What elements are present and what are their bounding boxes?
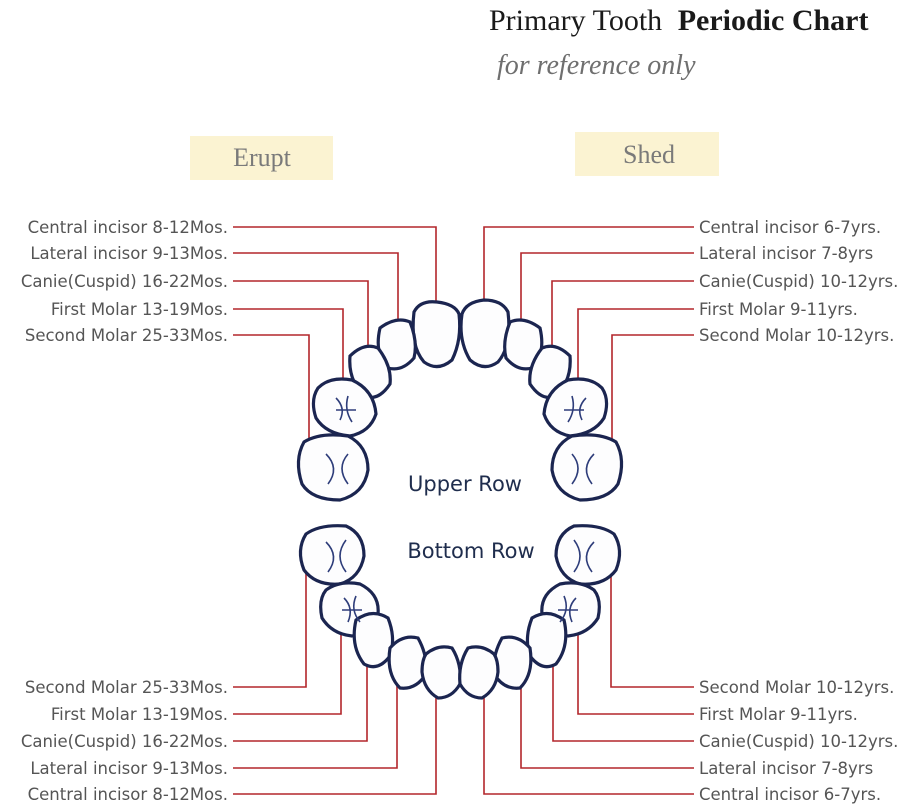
leader-lower-erupt-second-molar [233, 558, 307, 688]
title-bold: Periodic Chart [678, 4, 869, 37]
shed-header-box [575, 132, 719, 176]
upper-erupt-central-incisor-label: Central incisor 8-12Mos. [28, 218, 228, 237]
upper-erupt-first-molar-label: First Molar 13-19Mos. [51, 300, 228, 319]
upper-left-second-molar-fissure [325, 453, 349, 485]
lower-erupt-central-incisor-label: Central incisor 8-12Mos. [28, 785, 228, 804]
leader-lower-shed-lateral [520, 668, 694, 769]
lower-left-second-molar-tooth [298, 524, 366, 586]
lower-left-second-molar-fissure [325, 539, 347, 573]
leader-lower-erupt-central [233, 680, 437, 795]
leader-upper-shed-central [483, 226, 694, 303]
upper-left-central-incisor-tooth [411, 300, 462, 369]
lower-erupt-lateral-incisor-label: Lateral incisor 9-13Mos. [30, 759, 228, 778]
upper-row-label: Upper Row [408, 472, 522, 496]
leader-upper-shed-lateral [520, 252, 694, 334]
lower-right-second-molar-fissure [573, 539, 595, 573]
leader-upper-shed-second-molar [611, 334, 694, 470]
upper-right-first-molar-tooth [542, 377, 609, 438]
lower-shed-lateral-incisor-label: Lateral incisor 7-8yrs [699, 759, 873, 778]
leader-lower-shed-central [483, 680, 694, 795]
title-regular: Primary Tooth [489, 4, 662, 37]
shed-header: Shed [623, 140, 675, 169]
upper-left-first-molar-fissure [335, 395, 356, 423]
erupt-header: Erupt [233, 143, 292, 172]
upper-shed-first-molar-label: First Molar 9-11yrs. [699, 300, 858, 319]
lower-right-second-molar-tooth [554, 524, 622, 586]
bottom-row-label: Bottom Row [407, 539, 534, 563]
leader-upper-erupt-central [233, 226, 437, 303]
upper-right-second-molar-fissure [571, 453, 595, 485]
lower-erupt-second-molar-label: Second Molar 25-33Mos. [25, 678, 228, 697]
leader-lower-shed-second-molar [610, 558, 694, 688]
leader-upper-shed-canine [551, 280, 694, 372]
upper-shed-canine-label: Canie(Cuspid) 10-12yrs. [699, 272, 898, 291]
lower-shed-first-molar-label: First Molar 9-11yrs. [699, 705, 858, 724]
upper-left-first-molar-tooth [311, 377, 378, 438]
upper-right-central-incisor-tooth [459, 298, 511, 369]
lower-right-lateral-incisor-tooth [492, 635, 533, 690]
lower-right-central-incisor-tooth [458, 645, 500, 700]
lower-erupt-first-molar-label: First Molar 13-19Mos. [51, 705, 228, 724]
upper-erupt-lateral-incisor-label: Lateral incisor 9-13Mos. [30, 244, 228, 263]
lower-left-first-molar-fissure [342, 595, 362, 623]
upper-erupt-canine-label: Canie(Cuspid) 16-22Mos. [21, 272, 228, 291]
leader-lower-erupt-canine [233, 645, 368, 742]
chart-title: Primary Tooth Periodic Chart [489, 4, 868, 37]
upper-shed-central-incisor-label: Central incisor 6-7yrs. [699, 218, 881, 237]
chart-subtitle: for reference only [497, 50, 696, 81]
lower-arch [298, 524, 622, 700]
erupt-header-box [190, 136, 333, 180]
lower-shed-central-incisor-label: Central incisor 6-7yrs. [699, 785, 881, 804]
upper-shed-lateral-incisor-label: Lateral incisor 7-8yrs [699, 244, 873, 263]
leader-lower-shed-canine [552, 645, 694, 742]
leader-lower-erupt-first-molar [233, 608, 342, 715]
lower-shed-second-molar-label: Second Molar 10-12yrs. [699, 678, 894, 697]
upper-arch [296, 298, 624, 502]
upper-erupt-second-molar-label: Second Molar 25-33Mos. [25, 326, 228, 345]
upper-right-first-molar-fissure [564, 395, 587, 423]
leader-lower-erupt-lateral [233, 668, 398, 769]
lower-right-first-molar-fissure [558, 595, 578, 623]
leader-upper-erupt-second-molar [233, 334, 310, 470]
lower-left-central-incisor-tooth [420, 645, 462, 700]
lower-left-lateral-incisor-tooth [387, 635, 428, 690]
lower-erupt-canine-label: Canie(Cuspid) 16-22Mos. [21, 732, 228, 751]
leader-lower-shed-first-molar [577, 608, 694, 715]
lower-shed-canine-label: Canie(Cuspid) 10-12yrs. [699, 732, 898, 751]
leader-upper-erupt-canine [233, 280, 369, 372]
upper-shed-second-molar-label: Second Molar 10-12yrs. [699, 326, 894, 345]
leader-upper-erupt-lateral [233, 252, 399, 334]
